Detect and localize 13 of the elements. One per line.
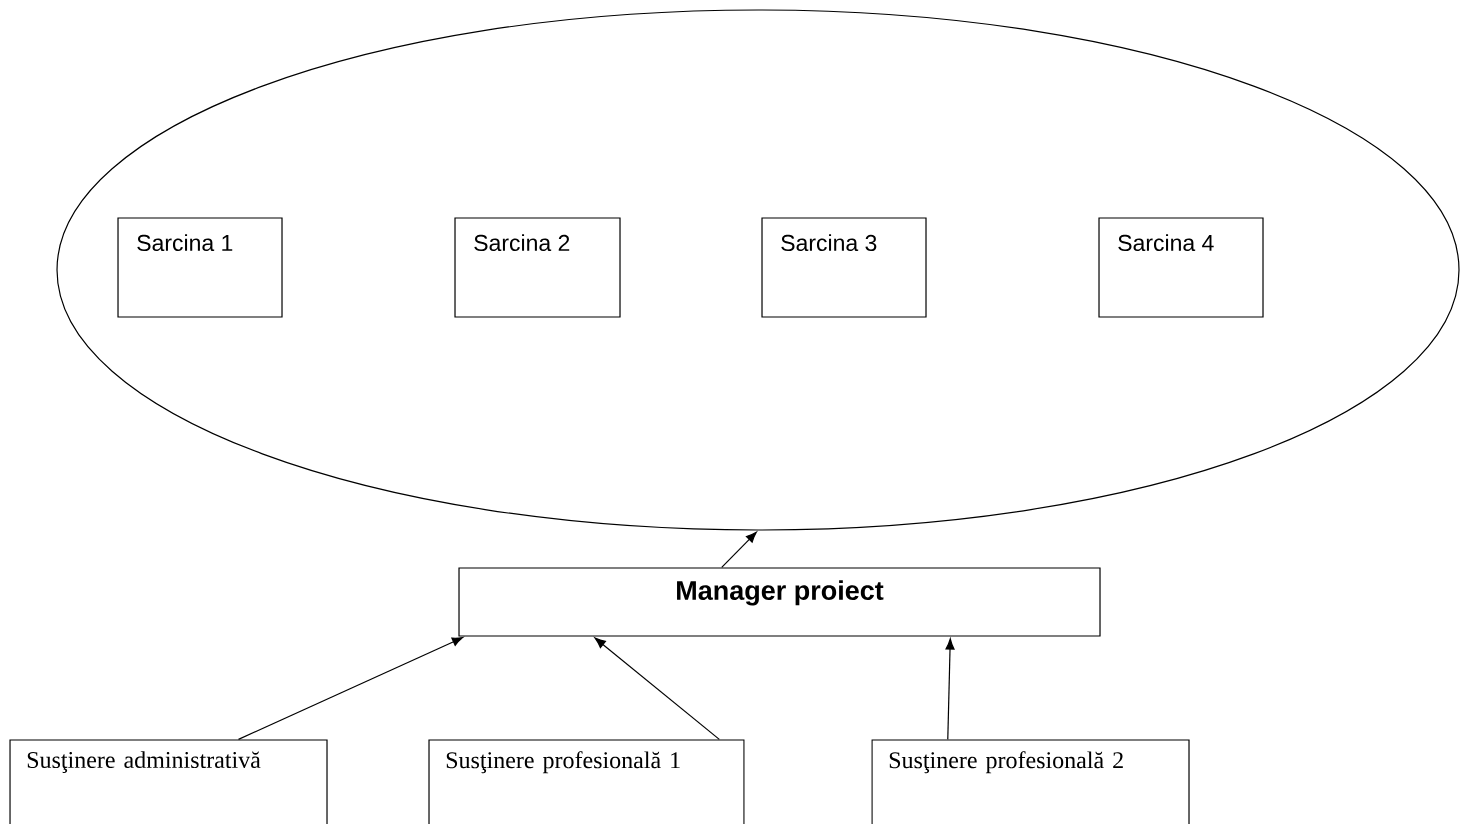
- task-box: Sarcina 4: [1098, 217, 1264, 318]
- support-box: Susţinere administrativă: [9, 739, 328, 824]
- support-box: Susţinere profesională 1: [428, 739, 745, 824]
- ellipse-outline: [56, 9, 1460, 531]
- arrow: [721, 531, 757, 568]
- task-box: Sarcina 2: [454, 217, 621, 318]
- arrow: [237, 637, 464, 740]
- task-box: Sarcina 3: [761, 217, 927, 318]
- arrow: [945, 638, 955, 740]
- support-box: Susţinere profesională 2: [871, 739, 1190, 824]
- arrow: [594, 637, 720, 740]
- manager-box: Manager proiect: [458, 567, 1101, 637]
- task-box: Sarcina 1: [117, 217, 283, 318]
